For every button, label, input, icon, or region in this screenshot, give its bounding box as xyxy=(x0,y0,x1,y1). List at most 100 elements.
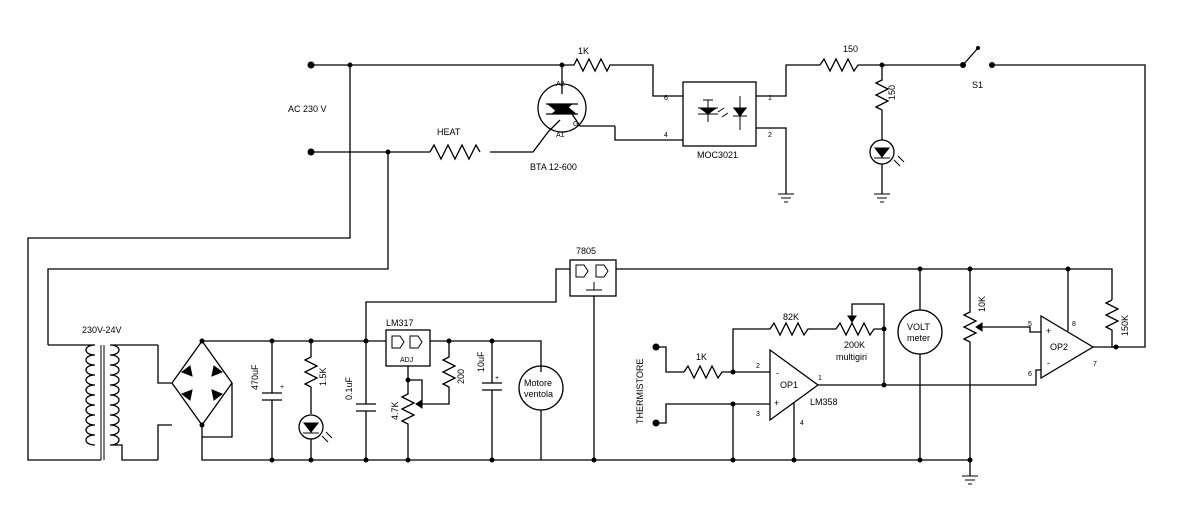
op1-minus: - xyxy=(776,368,779,378)
bridge-diodes xyxy=(180,365,224,401)
status-led-diode xyxy=(873,147,891,158)
wire-op1-out xyxy=(818,369,1041,386)
op1-label: OP1 xyxy=(780,380,798,390)
ground-opto xyxy=(778,193,794,203)
pullup-resistor xyxy=(1104,299,1120,348)
reg7805-label: 7805 xyxy=(576,246,596,256)
heater-label: HEAT xyxy=(437,127,461,137)
triac-g-label: G xyxy=(573,121,578,128)
input-resistor xyxy=(683,364,770,380)
led-resistor xyxy=(874,65,890,140)
resistor-200-label: 200 xyxy=(456,369,466,384)
pot-10k xyxy=(962,269,978,460)
opto-triac-arrow xyxy=(698,107,718,115)
opto-pin2: 2 xyxy=(768,132,772,139)
cap-470-label: 470uF xyxy=(250,364,260,390)
pot-10k-label: 10K xyxy=(977,296,987,312)
resistor-1k5 xyxy=(303,341,319,414)
lm317-adj: ADJ xyxy=(400,357,413,364)
triac-gate-lead xyxy=(571,113,615,127)
op2-pin7: 7 xyxy=(1093,361,1097,368)
status-led-rays xyxy=(893,155,905,167)
op2-plus: + xyxy=(1046,326,1051,336)
wire-primary-a xyxy=(27,65,351,461)
wire-opto-pin1 xyxy=(756,64,820,97)
cap-01-label: 0.1uF xyxy=(344,376,354,400)
op2-pin6: 6 xyxy=(1028,371,1032,378)
transformer-label: 230V-24V xyxy=(82,325,122,335)
pot-200k-sub: multigiri xyxy=(836,352,867,362)
wire-thermistor-a xyxy=(656,346,684,373)
lm317-label: LM317 xyxy=(386,318,414,328)
bridge-rectifier xyxy=(171,339,233,427)
power-led-diode xyxy=(302,422,320,433)
heater-resistor xyxy=(429,143,481,161)
mains-label: AC 230 V xyxy=(288,104,327,114)
pot-200k xyxy=(835,321,884,337)
junction xyxy=(405,457,411,463)
switch-lever xyxy=(962,47,979,66)
fan-line2: ventola xyxy=(524,389,553,399)
feedback-resistor xyxy=(732,321,836,372)
junction xyxy=(363,457,369,463)
junction xyxy=(730,457,736,463)
wire-mains-top xyxy=(311,64,563,82)
input-resistor-label: 1K xyxy=(696,352,707,362)
pot-47k-label: 4.7K xyxy=(390,401,400,420)
fan-motor xyxy=(518,365,564,411)
pot-200k-wiper xyxy=(851,303,885,329)
switch-pivot xyxy=(976,46,980,50)
reg7805-symbol xyxy=(575,264,609,291)
wire-thermistor-b xyxy=(656,403,770,424)
op2-minus: - xyxy=(1047,358,1050,368)
wire-sec-top xyxy=(157,345,172,384)
opto-light-arrows xyxy=(717,107,729,118)
cap-10 xyxy=(482,341,502,460)
op1-pin4: 4 xyxy=(800,420,804,427)
op1-body xyxy=(769,348,820,422)
ground-led xyxy=(874,193,890,203)
junction xyxy=(791,457,797,463)
power-supply-section: 230V-24V + 470uF 1.5K 0.1uF xyxy=(48,246,1113,463)
gate-resistor xyxy=(562,57,683,97)
junction xyxy=(308,457,314,463)
opto-body xyxy=(682,81,757,147)
op1-plus: + xyxy=(774,398,779,408)
opto-resistor-label: 150 xyxy=(843,44,858,54)
control-section: THERMISTORE 1K 82K 200K multigiri - + OP… xyxy=(635,266,1130,485)
pullup-resistor-label: 150K xyxy=(1120,315,1130,336)
triac-a1-lead xyxy=(547,119,561,133)
switch-label: S1 xyxy=(972,80,983,90)
cap-10-plus: + xyxy=(495,375,499,382)
pot-200k-label: 200K xyxy=(844,340,865,350)
pot-10k-arrow xyxy=(975,322,983,332)
pot-47k xyxy=(400,380,416,460)
wire-lm317-out xyxy=(430,340,542,372)
opto-resistor xyxy=(819,57,960,73)
op1-pin2: 2 xyxy=(756,363,760,370)
opto-pin1: 1 xyxy=(768,95,772,102)
opto-led-arrow xyxy=(733,107,747,117)
feedback-resistor-label: 82K xyxy=(783,312,799,322)
cap-10-label: 10uF xyxy=(476,351,486,372)
cap-470-plus: + xyxy=(280,384,284,391)
triac-a2-label: A2 xyxy=(556,81,565,88)
transformer-core xyxy=(100,345,105,460)
junction xyxy=(591,457,597,463)
led-resistor-label: 150 xyxy=(887,85,897,100)
opto-label: MOC3021 xyxy=(697,150,738,160)
junction xyxy=(269,457,275,463)
resistor-200 xyxy=(422,341,457,405)
wire-dc-ground xyxy=(201,383,920,461)
wire-heater-triac xyxy=(490,131,549,153)
thermistor-label: THERMISTORE xyxy=(635,359,645,424)
op2-body xyxy=(1040,314,1095,380)
voltmeter-line2: meter xyxy=(907,333,930,343)
triac-a1-label: A1 xyxy=(556,132,565,139)
power-led-rays xyxy=(321,431,333,443)
op2-label: OP2 xyxy=(1050,342,1068,352)
pot-200k-arrow xyxy=(847,315,857,323)
triac-label: BTA 12-600 xyxy=(530,162,577,172)
lm317-symbol xyxy=(391,335,423,349)
